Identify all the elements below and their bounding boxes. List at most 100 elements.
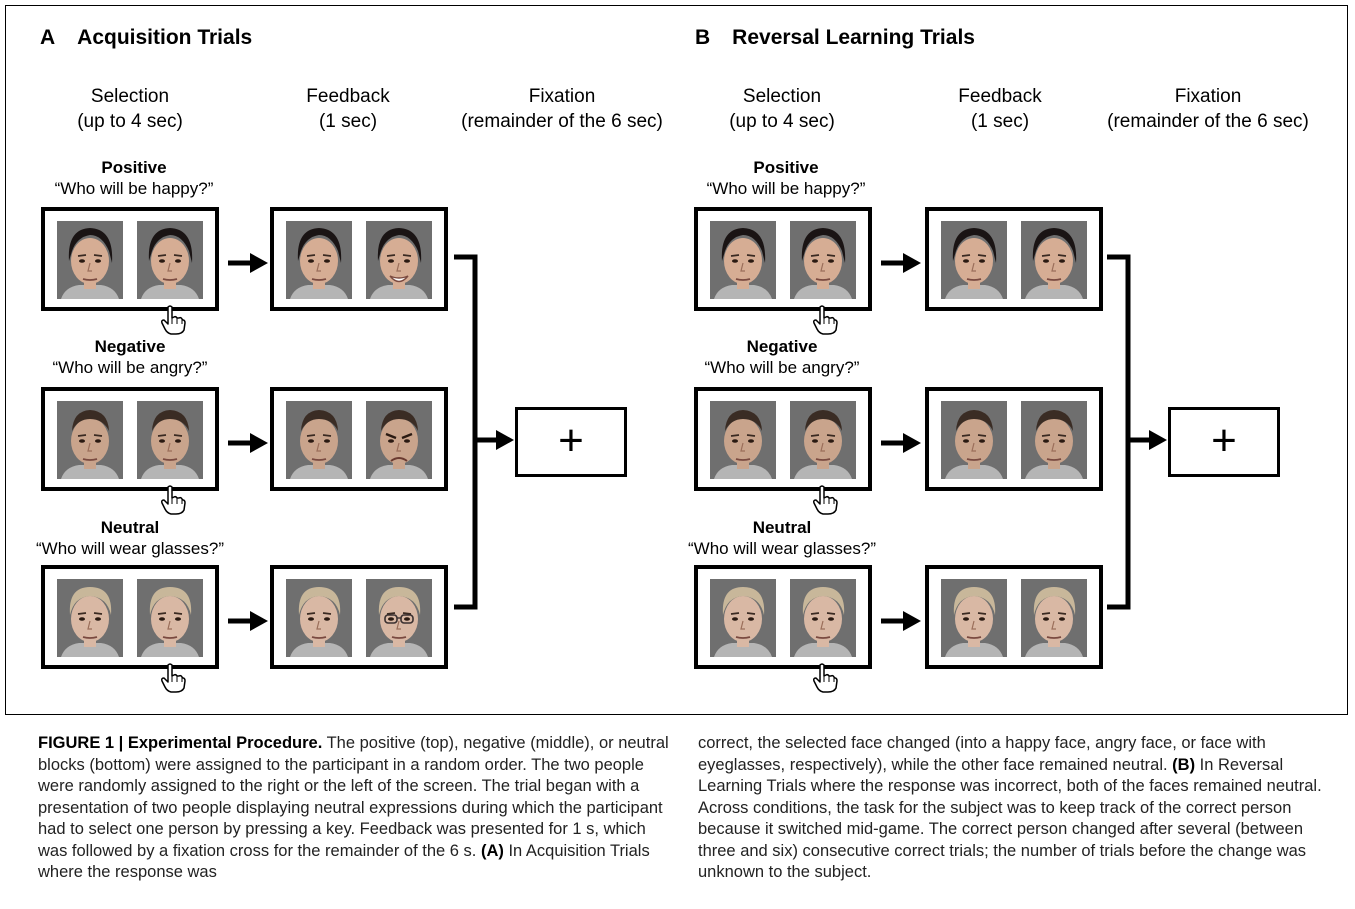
selection-header-duration: (up to 4 sec) <box>77 111 183 132</box>
face-photo-left <box>286 579 352 657</box>
fixation-cross-box-a: + <box>515 407 627 477</box>
condition-name: Negative <box>94 337 166 356</box>
face-photo-left <box>57 221 123 299</box>
face-photo-left <box>57 401 123 479</box>
condition-neutral-a: Neutral “Who will wear glasses?” <box>10 517 250 559</box>
condition-question: “Who will wear glasses?” <box>36 539 224 558</box>
face-photo-right <box>1021 579 1087 657</box>
fixation-header-duration: (remainder of the 6 sec) <box>1107 111 1309 132</box>
condition-question: “Who will be happy?” <box>54 179 214 198</box>
figure-frame <box>5 5 1348 715</box>
feedback-box <box>270 207 448 311</box>
face-photo-right <box>366 579 432 657</box>
face-photo-right <box>790 401 856 479</box>
right-arrow-icon <box>881 253 921 273</box>
feedback-box <box>270 565 448 669</box>
face-photo-left <box>941 579 1007 657</box>
face-photo-left <box>57 579 123 657</box>
pointing-hand-icon <box>161 663 186 693</box>
feedback-box <box>925 565 1103 669</box>
caption-right-tail: In Reversal Learning Trials where the re… <box>698 755 1322 882</box>
condition-name: Neutral <box>752 518 812 537</box>
condition-name: Negative <box>746 337 818 356</box>
right-arrow-icon <box>228 611 268 631</box>
fixation-header-duration: (remainder of the 6 sec) <box>461 111 663 132</box>
condition-question: “Who will be angry?” <box>704 358 860 377</box>
fixation-header-title: Fixation <box>528 86 596 107</box>
panel-b-letter: B <box>695 26 711 49</box>
panel-b-title: B Reversal Learning Trials <box>695 26 975 50</box>
feedback-header-title: Feedback <box>958 86 1042 107</box>
feedback-header-b: Feedback (1 sec) <box>880 84 1120 134</box>
right-arrow-icon <box>881 611 921 631</box>
condition-neutral-b: Neutral “Who will wear glasses?” <box>662 517 902 559</box>
fixation-cross: + <box>1211 416 1237 465</box>
feedback-box <box>925 207 1103 311</box>
condition-question: “Who will be happy?” <box>706 179 866 198</box>
selection-box <box>694 565 872 669</box>
fixation-header-title: Fixation <box>1174 86 1242 107</box>
fixation-header-b: Fixation (remainder of the 6 sec) <box>1088 84 1328 134</box>
panel-b-name: Reversal Learning Trials <box>732 26 975 49</box>
face-photo-right <box>790 579 856 657</box>
pointing-hand-icon <box>161 305 186 335</box>
face-photo-right <box>1021 401 1087 479</box>
figure-caption-right: correct, the selected face changed (into… <box>698 733 1338 884</box>
condition-question: “Who will wear glasses?” <box>688 539 876 558</box>
feedback-header-duration: (1 sec) <box>318 111 378 132</box>
selection-header-a: Selection (up to 4 sec) <box>10 84 250 134</box>
face-photo-left <box>941 221 1007 299</box>
right-arrow-icon <box>228 253 268 273</box>
caption-left-tail: In Acquisition Trials where the response… <box>38 841 650 882</box>
feedback-box <box>270 387 448 491</box>
condition-negative-a: Negative “Who will be angry?” <box>10 336 250 378</box>
face-photo-left <box>710 221 776 299</box>
feedback-header-a: Feedback (1 sec) <box>228 84 468 134</box>
fixation-cross-box-b: + <box>1168 407 1280 477</box>
feedback-header-title: Feedback <box>306 86 390 107</box>
feedback-box <box>925 387 1103 491</box>
selection-box <box>41 387 219 491</box>
fixation-cross: + <box>558 416 584 465</box>
face-photo-right <box>137 579 203 657</box>
condition-negative-b: Negative “Who will be angry?” <box>662 336 902 378</box>
condition-name: Neutral <box>100 518 160 537</box>
caption-right-head: correct, the selected face changed (into… <box>698 734 1266 774</box>
pointing-hand-icon <box>813 663 838 693</box>
panel-ref-a: (A) <box>480 841 504 860</box>
right-arrow-icon <box>228 433 268 453</box>
condition-name: Positive <box>753 158 819 177</box>
panel-a-title: A Acquisition Trials <box>40 26 252 50</box>
right-arrow-icon <box>881 433 921 453</box>
figure-caption-left: FIGURE 1 | Experimental Procedure. The p… <box>38 733 678 884</box>
face-photo-left <box>286 221 352 299</box>
face-photo-right <box>1021 221 1087 299</box>
selection-box <box>41 207 219 311</box>
pointing-hand-icon <box>813 305 838 335</box>
panel-a-name: Acquisition Trials <box>77 26 253 49</box>
face-photo-right <box>790 221 856 299</box>
selection-header-title: Selection <box>90 86 170 107</box>
panel-ref-b: (B) <box>1172 755 1196 774</box>
panel-a-letter: A <box>40 26 56 49</box>
face-photo-left <box>710 401 776 479</box>
condition-name: Positive <box>101 158 167 177</box>
face-photo-right <box>366 221 432 299</box>
selection-box <box>694 387 872 491</box>
feedback-header-duration: (1 sec) <box>970 111 1030 132</box>
caption-left-body: The positive (top), negative (middle), o… <box>38 734 669 860</box>
face-photo-right <box>137 401 203 479</box>
figure-label: FIGURE 1 | Experimental Procedure. <box>38 734 323 752</box>
fixation-header-a: Fixation (remainder of the 6 sec) <box>442 84 682 134</box>
pointing-hand-icon <box>161 485 186 515</box>
selection-header-duration: (up to 4 sec) <box>729 111 835 132</box>
condition-positive-a: Positive “Who will be happy?” <box>14 157 254 199</box>
pointing-hand-icon <box>813 485 838 515</box>
selection-box <box>41 565 219 669</box>
face-photo-right <box>137 221 203 299</box>
face-photo-left <box>286 401 352 479</box>
face-photo-left <box>941 401 1007 479</box>
selection-header-b: Selection (up to 4 sec) <box>662 84 902 134</box>
merge-bracket-a <box>454 254 514 610</box>
face-photo-left <box>710 579 776 657</box>
